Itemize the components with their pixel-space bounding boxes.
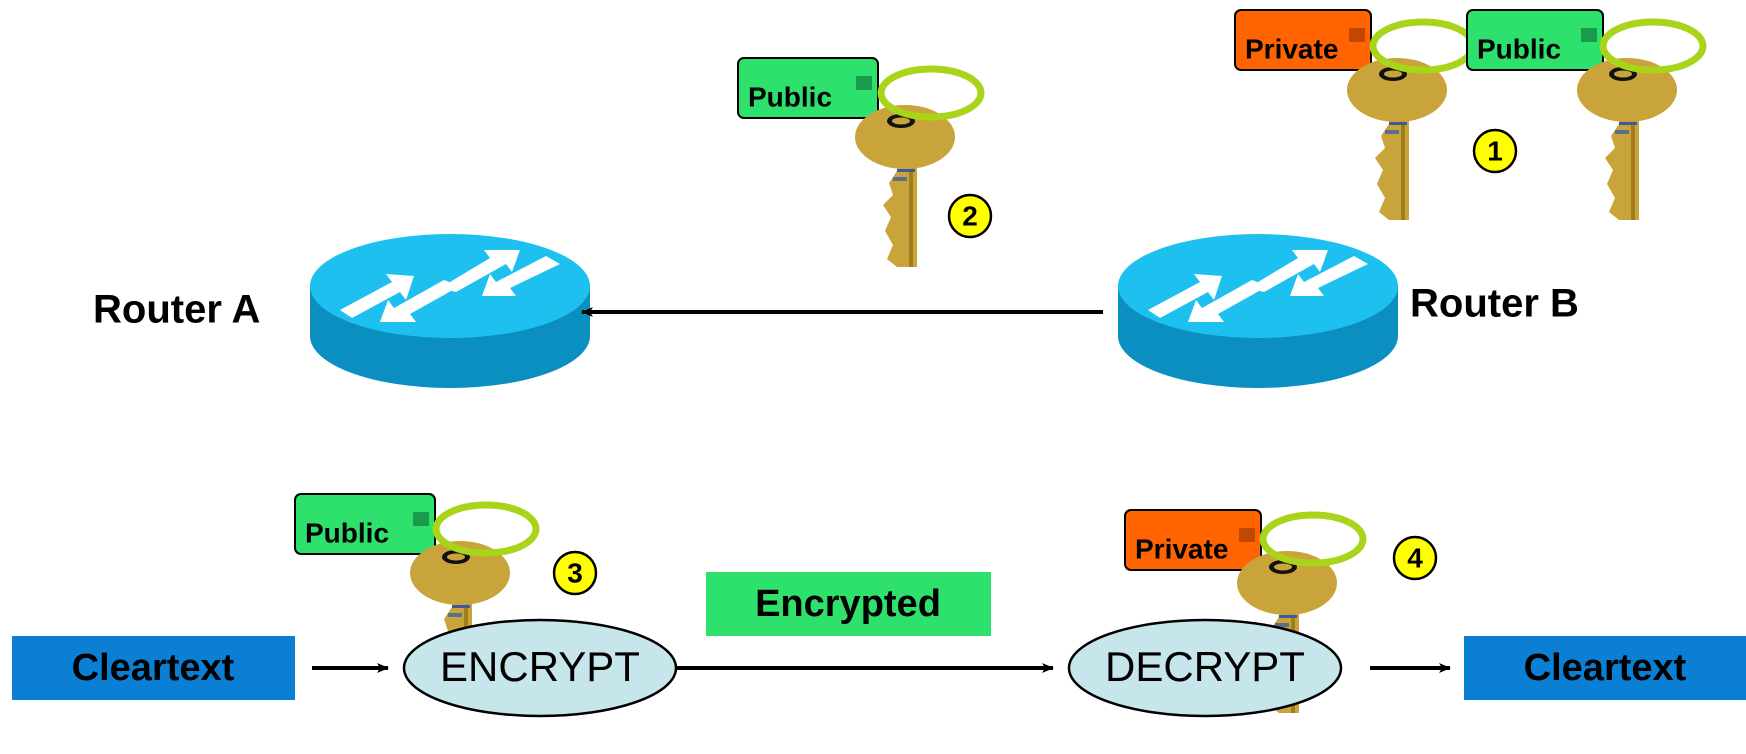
step-number: 4 <box>1407 542 1423 573</box>
step-badge-3: 3 <box>552 550 598 596</box>
tag-hole <box>1239 528 1255 542</box>
tag-hole <box>1349 28 1365 42</box>
decrypt-label: DECRYPT <box>1105 643 1305 690</box>
router-b <box>1118 234 1398 388</box>
router-icon <box>1118 234 1398 388</box>
tag-hole <box>1581 28 1597 42</box>
cleartext-left-box <box>12 636 295 700</box>
encrypted-box <box>706 572 991 636</box>
encrypted-label: Encrypted <box>755 583 941 625</box>
public-tag-label: Public <box>1477 33 1561 64</box>
cleartext-right-box <box>1464 636 1746 700</box>
step-badge-circle <box>1392 535 1438 581</box>
private-tag-label: Private <box>1245 33 1338 64</box>
step-badge-2: 2 <box>947 193 993 239</box>
public-tag <box>737 57 879 119</box>
router-icon <box>310 234 590 388</box>
public-key-step2: Public <box>737 57 981 267</box>
step-badge-circle <box>947 193 993 239</box>
step-badge-circle <box>1472 128 1518 174</box>
router-a <box>310 234 590 388</box>
step-badge-circle <box>552 550 598 596</box>
tag-hole <box>856 76 872 90</box>
cleartext-left-label: Cleartext <box>72 647 235 689</box>
step-number: 1 <box>1487 135 1503 166</box>
private-tag-label: Private <box>1135 533 1228 564</box>
private-key-step1: Private <box>1234 9 1473 220</box>
step-badge-1: 1 <box>1472 128 1518 174</box>
encrypt-ellipse <box>402 618 678 718</box>
router-b-label: Router B <box>1410 282 1579 326</box>
decrypt-ellipse <box>1067 618 1343 718</box>
public-key-step1: Public <box>1466 9 1703 220</box>
public-tag-label: Public <box>748 81 832 112</box>
cleartext-right-label: Cleartext <box>1524 647 1687 689</box>
step-number: 3 <box>567 557 583 588</box>
step-badge-4: 4 <box>1392 535 1438 581</box>
router-a-label: Router A <box>93 288 260 332</box>
public-key-step3: Public <box>294 493 536 703</box>
step-number: 2 <box>962 200 978 231</box>
private-key-step4: Private <box>1124 509 1363 713</box>
encrypt-label: ENCRYPT <box>440 643 640 690</box>
public-tag-label: Public <box>305 517 389 548</box>
tag-hole <box>413 512 429 526</box>
